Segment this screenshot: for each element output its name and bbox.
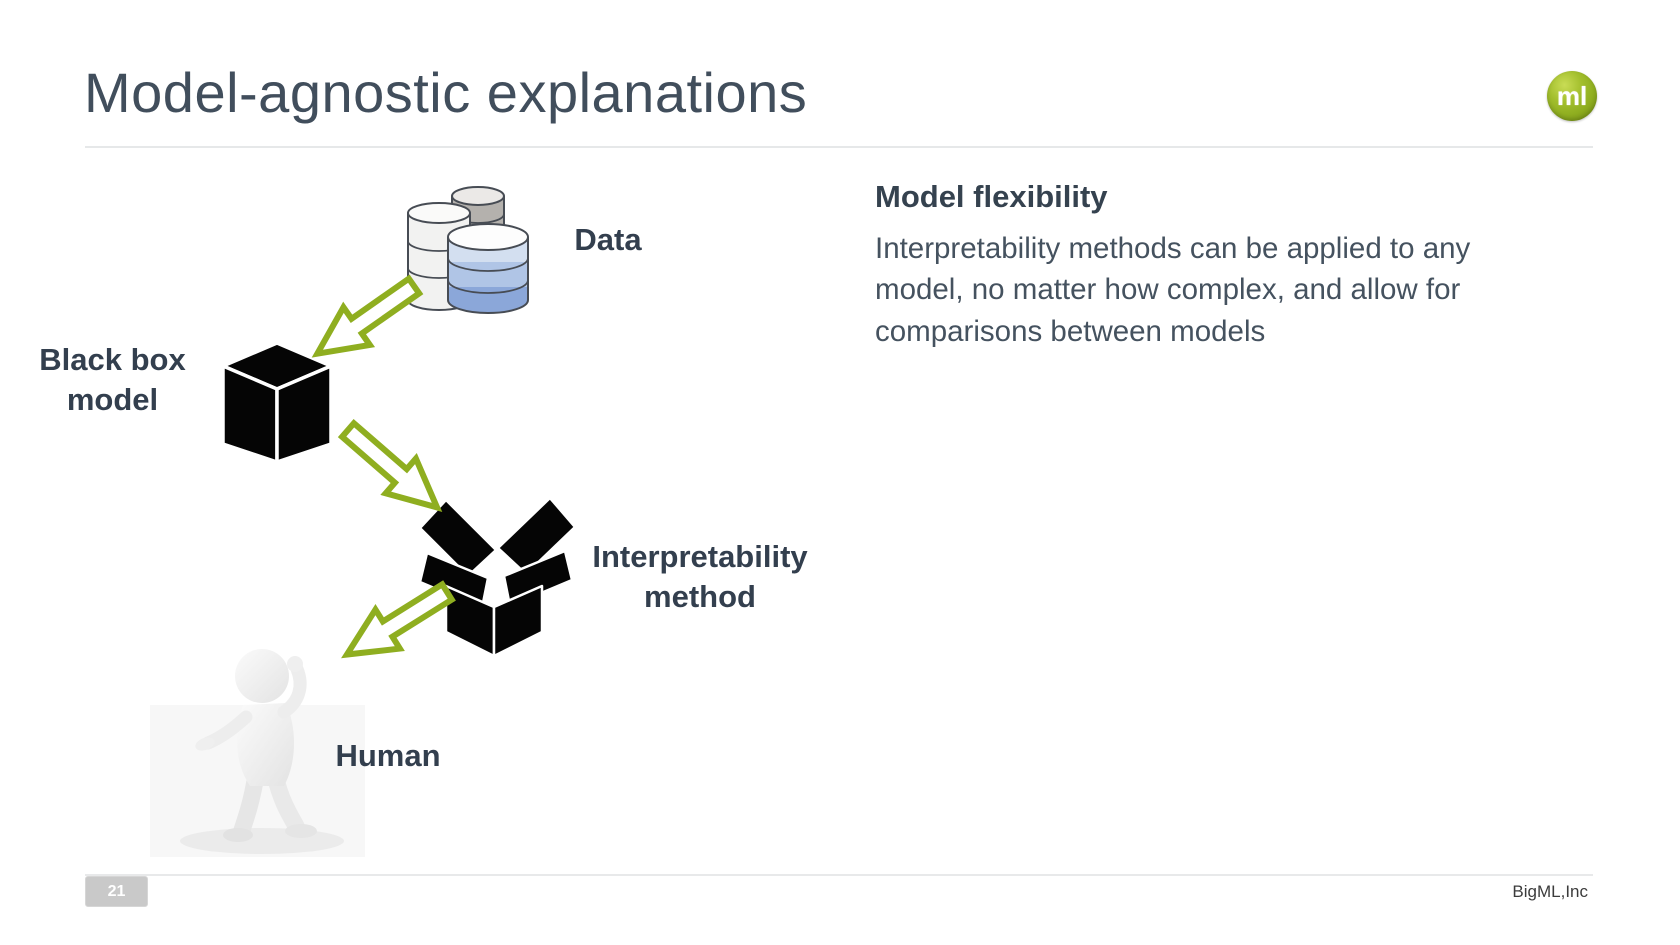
database-blue — [447, 223, 529, 314]
content-heading: Model flexibility — [875, 179, 1108, 214]
content-block: Model flexibility Interpretability metho… — [875, 178, 1525, 352]
ml-logo-text: ml — [1556, 80, 1588, 111]
arrow-method-to-human-icon — [335, 572, 459, 674]
page-number-badge: 21 — [85, 876, 148, 907]
label-human: Human — [335, 738, 441, 773]
ml-logo: ml — [1547, 71, 1597, 121]
label-black-box-model: Black box model — [39, 342, 186, 418]
database-white — [407, 202, 471, 311]
header-divider — [85, 146, 1593, 148]
page-number: 21 — [107, 882, 126, 900]
database-gray — [451, 186, 505, 262]
page-title: Model-agnostic explanations — [84, 61, 808, 124]
black-cube-icon — [221, 341, 333, 464]
footer-divider — [85, 874, 1593, 876]
footer-brand: BigML,Inc — [1512, 882, 1588, 901]
arrow-model-to-method-icon — [333, 413, 452, 525]
database-stack-icon — [407, 186, 529, 314]
label-interpretability-method: Interpretability method — [592, 539, 808, 615]
flow-arrows — [304, 267, 459, 674]
label-data: Data — [574, 222, 642, 257]
arrow-data-to-model-icon — [304, 267, 427, 372]
content-body: Interpretability methods can be applied … — [875, 232, 1471, 348]
